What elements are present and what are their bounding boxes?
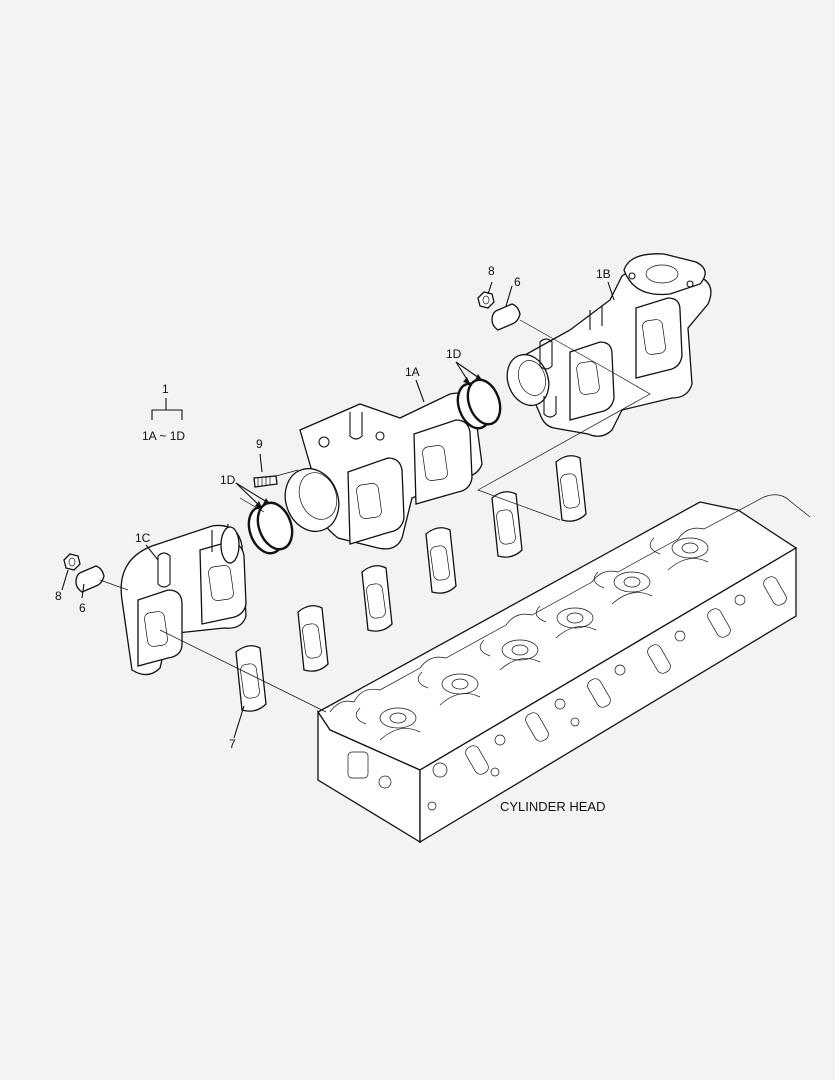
label-item-6-right: 6	[514, 275, 521, 289]
gasket-3	[361, 565, 393, 632]
nut-8-right	[477, 291, 495, 309]
arrow-heads	[255, 374, 482, 508]
spacer-6-left	[75, 565, 105, 593]
label-cylinder-head: CYLINDER HEAD	[500, 799, 605, 814]
manifold-section-1a	[284, 392, 483, 550]
gaskets	[235, 455, 587, 712]
cylinder-head	[317, 494, 811, 844]
label-item-1c: 1C	[135, 531, 151, 545]
label-item-8-right: 8	[488, 264, 495, 278]
gasket-6	[555, 455, 587, 522]
label-item-6-left: 6	[79, 601, 86, 615]
label-item-8-left: 8	[55, 589, 62, 603]
manifold-section-1c	[120, 524, 247, 676]
valve-ports	[355, 537, 709, 741]
alignment-lines	[99, 319, 651, 713]
label-item-1: 1	[162, 382, 169, 396]
spacer-6-right	[491, 303, 521, 331]
seal-rings-1d-left	[247, 501, 294, 555]
stud-9	[253, 475, 278, 488]
label-item-1-range: 1A ~ 1D	[142, 429, 185, 443]
seal-rings-1d-right	[456, 378, 502, 430]
label-item-7: 7	[229, 737, 236, 751]
manifold-section-1b	[506, 253, 712, 437]
gasket-5	[491, 491, 523, 558]
leader-lines	[61, 281, 615, 739]
nut-8-left	[63, 553, 81, 571]
gasket-2	[297, 605, 329, 672]
label-item-1a: 1A	[405, 365, 420, 379]
gasket-1	[235, 645, 267, 712]
gasket-4	[425, 527, 457, 594]
label-item-1b: 1B	[596, 267, 611, 281]
label-item-1d-right: 1D	[446, 347, 462, 361]
side-ports	[347, 576, 787, 811]
callout-labels: 1 1A ~ 1D 1A 1B 1C 1D 1D 6 6 7 8 8 9 CYL…	[55, 264, 611, 814]
label-item-9: 9	[256, 437, 263, 451]
label-item-1d-left: 1D	[220, 473, 236, 487]
